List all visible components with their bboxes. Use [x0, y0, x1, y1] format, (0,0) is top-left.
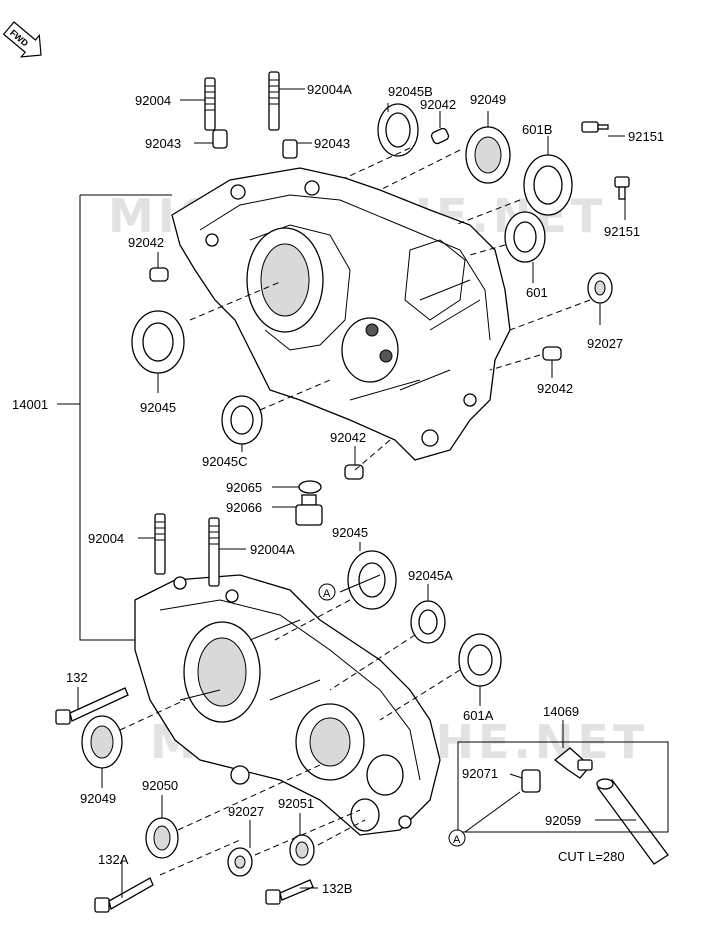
stud-92004A-top: [268, 71, 280, 131]
label-601B: 601B: [522, 122, 552, 137]
label-14069: 14069: [543, 704, 579, 719]
label-92045C: 92045C: [202, 454, 248, 469]
gasket-92065: [298, 480, 322, 494]
label-92043-right: 92043: [314, 136, 350, 151]
oil-seal-92049-bottom: [81, 715, 123, 769]
label-601: 601: [526, 285, 548, 300]
svg-text:A: A: [323, 588, 331, 600]
label-92042-mid: 92042: [537, 381, 573, 396]
screw-92151-a: [581, 121, 609, 133]
dowel-92043-left: [212, 129, 228, 149]
label-132: 132: [66, 670, 88, 685]
breather-fitting-14069: [553, 747, 593, 779]
label-601A: 601A: [463, 708, 494, 723]
label-92045-bottom: 92045: [332, 525, 368, 540]
label-132A: 132A: [98, 852, 129, 867]
bearing-601A: [458, 633, 502, 687]
label-92065: 92065: [226, 480, 262, 495]
stud-92004A-bottom: [208, 517, 220, 587]
bearing-92045A: [410, 600, 446, 644]
bearing-601: [504, 211, 546, 263]
label-132B: 132B: [322, 881, 352, 896]
oil-seal-92050: [145, 817, 179, 859]
label-92066: 92066: [226, 500, 262, 515]
label-92042-left: 92042: [128, 235, 164, 250]
label-92050: 92050: [142, 778, 178, 793]
label-92059: 92059: [545, 813, 581, 828]
bolt-132B: [265, 879, 314, 905]
label-92004A-bottom: 92004A: [250, 542, 295, 557]
lower-crankcase-half: [134, 574, 441, 836]
label-92004A-top: 92004A: [307, 82, 352, 97]
label-92071: 92071: [462, 766, 498, 781]
label-92045A: 92045A: [408, 568, 453, 583]
label-92049-top: 92049: [470, 92, 506, 107]
dowel-92042-low: [344, 464, 364, 480]
bearing-601B: [523, 154, 573, 216]
label-92045B: 92045B: [388, 84, 433, 99]
bearing-92045-bottom: [347, 550, 397, 610]
label-92049-bottom: 92049: [80, 791, 116, 806]
bearing-92045C: [221, 395, 263, 445]
label-92151-b: 92151: [604, 224, 640, 239]
stud-92004-top: [204, 77, 216, 131]
oil-seal-92049-top: [465, 126, 511, 184]
washer-92027-right: [587, 272, 613, 304]
label-14001: 14001: [12, 397, 48, 412]
washer-92027-bottom: [227, 847, 253, 877]
bolt-132: [55, 687, 129, 725]
label-92045-left: 92045: [140, 400, 176, 415]
label-92051: 92051: [278, 796, 314, 811]
hose-92059: [596, 778, 669, 865]
plug-92066: [295, 494, 323, 526]
stud-92004-bottom: [154, 513, 166, 575]
reference-marker-a-upper: A: [318, 583, 336, 601]
label-92027-right: 92027: [587, 336, 623, 351]
leader-lines: [57, 88, 636, 898]
label-92043-left: 92043: [145, 136, 181, 151]
label-92004-bottom: 92004: [88, 531, 124, 546]
label-92042-top: 92042: [420, 97, 456, 112]
dowel-92042-left: [149, 267, 169, 282]
label-92027-bottom: 92027: [228, 804, 264, 819]
svg-text:A: A: [453, 834, 461, 846]
reference-marker-a-lower: A: [448, 829, 466, 847]
label-cut-length: CUT L=280: [558, 849, 625, 864]
label-92042-low: 92042: [330, 430, 366, 445]
label-92004-top: 92004: [135, 93, 171, 108]
fwd-arrow-icon: FWD: [2, 21, 42, 58]
clamp-92071: [521, 769, 541, 793]
dowel-92043-right: [282, 139, 298, 159]
screw-92151-b: [614, 176, 630, 200]
bolt-132A: [94, 877, 154, 913]
oil-seal-92051: [289, 834, 315, 866]
label-92151-a: 92151: [628, 129, 664, 144]
upper-crankcase-half: [171, 167, 511, 461]
dowel-92042-right: [542, 346, 562, 361]
callout-labels: 92004 92004A 92045B 92042 92049 601B 920…: [12, 82, 664, 896]
bearing-92045B: [377, 103, 419, 157]
dowel-92042-top: [430, 127, 450, 145]
bearing-92045-left: [131, 310, 185, 374]
